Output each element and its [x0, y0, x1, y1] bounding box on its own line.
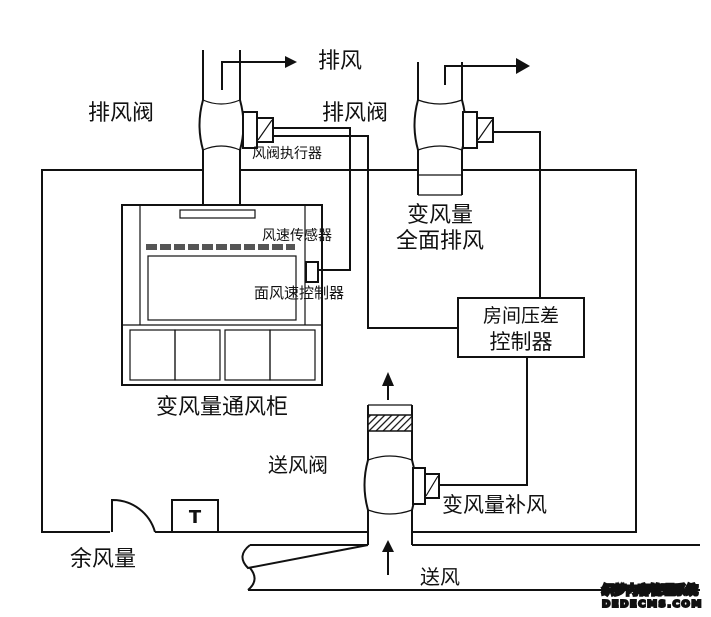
room-pressure-controller-label-1: 房间压差 [483, 305, 559, 327]
exhaust-damper-right-label: 排风阀 [322, 101, 388, 126]
damper-actuator-left [242, 111, 258, 149]
svg-text:织梦内容管理系统: 织梦内容管理系统 [602, 582, 698, 597]
face-velocity-controller-box [305, 261, 319, 283]
vav-general-exhaust-label-2: 全面排风 [396, 229, 484, 254]
damper-actuator-right [462, 111, 478, 149]
room-pressure-controller [457, 297, 585, 358]
supply-damper-actuator [412, 467, 426, 505]
control-wire [273, 135, 458, 329]
control-wire [273, 127, 351, 271]
vav-makeup-air-label: 变风量补风 [442, 493, 547, 517]
room-wall [41, 169, 637, 533]
exhaust-label: 排风 [318, 49, 362, 74]
airspeed-sensor-label: 风速传感器 [262, 227, 332, 244]
exhaust-arrow-right [444, 65, 518, 85]
svg-text:DEDECMS.COM: DEDECMS.COM [602, 599, 703, 610]
supply-main-duct [241, 544, 700, 591]
door-icon [111, 498, 156, 533]
residual-air-label: 余风量 [70, 547, 136, 572]
room-pressure-controller-label-2: 控制器 [490, 330, 553, 354]
supply-damper-blade [367, 414, 413, 432]
exhaust-arrow-left [221, 61, 285, 90]
face-velocity-controller-label: 面风速控制器 [254, 284, 344, 302]
damper-actuator-label: 风阀执行器 [252, 146, 322, 162]
thermostat-box [171, 499, 219, 533]
vav-fume-hood-label: 变风量通风柜 [156, 395, 288, 420]
control-wire [493, 131, 541, 298]
supply-air-label: 送风 [420, 565, 460, 589]
control-wire [437, 357, 528, 486]
vav-general-exhaust-label-1: 变风量 [407, 203, 473, 228]
thermostat-label: T [189, 507, 202, 528]
watermark: 织梦内容管理系统 DEDECMS.COM [601, 581, 703, 611]
airspeed-sensor-grille [146, 244, 295, 250]
fume-hood [121, 204, 323, 386]
supply-damper-label: 送风阀 [268, 453, 328, 477]
exhaust-damper-left-label: 排风阀 [88, 101, 154, 126]
